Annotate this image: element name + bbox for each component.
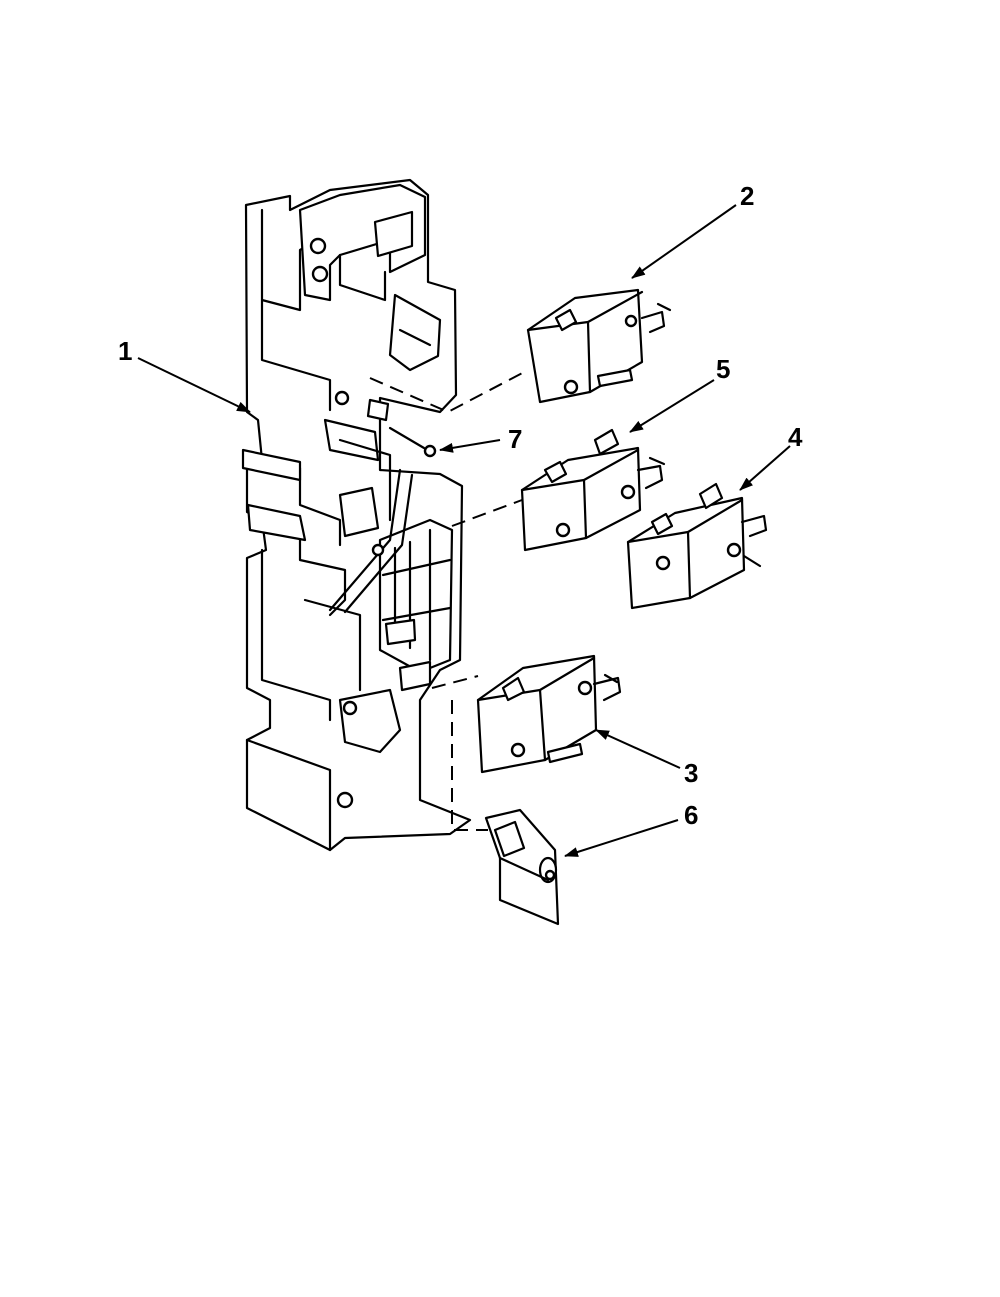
- micro-switch-part-5: [520, 428, 666, 552]
- mounting-hole: [342, 700, 358, 716]
- callout-label-6: 6: [684, 800, 698, 830]
- screw-part-7: [388, 426, 437, 458]
- callout-label-4: 4: [788, 422, 803, 452]
- micro-switch-part-4: [626, 482, 768, 610]
- callout-leaders: [137, 204, 791, 857]
- latch-housing-part-1: [241, 178, 472, 852]
- callout-label-1: 1: [118, 336, 132, 366]
- lever-actuator-part-6: [484, 808, 560, 926]
- micro-switch-part-3: [476, 654, 622, 774]
- mounting-hole: [309, 237, 327, 255]
- alignment-dashed-lines: [369, 369, 529, 831]
- callout-label-2: 2: [740, 181, 754, 211]
- mounting-hole: [311, 265, 329, 283]
- callout-label-5: 5: [716, 354, 730, 384]
- mounting-hole: [336, 791, 354, 809]
- callout-label-7: 7: [508, 424, 522, 454]
- mounting-hole: [334, 390, 350, 406]
- mounting-hole: [371, 543, 385, 557]
- micro-switch-part-2: [526, 288, 672, 404]
- callout-label-3: 3: [684, 758, 698, 788]
- callout-labels: 1 2 5 4 7 3 6: [118, 181, 803, 830]
